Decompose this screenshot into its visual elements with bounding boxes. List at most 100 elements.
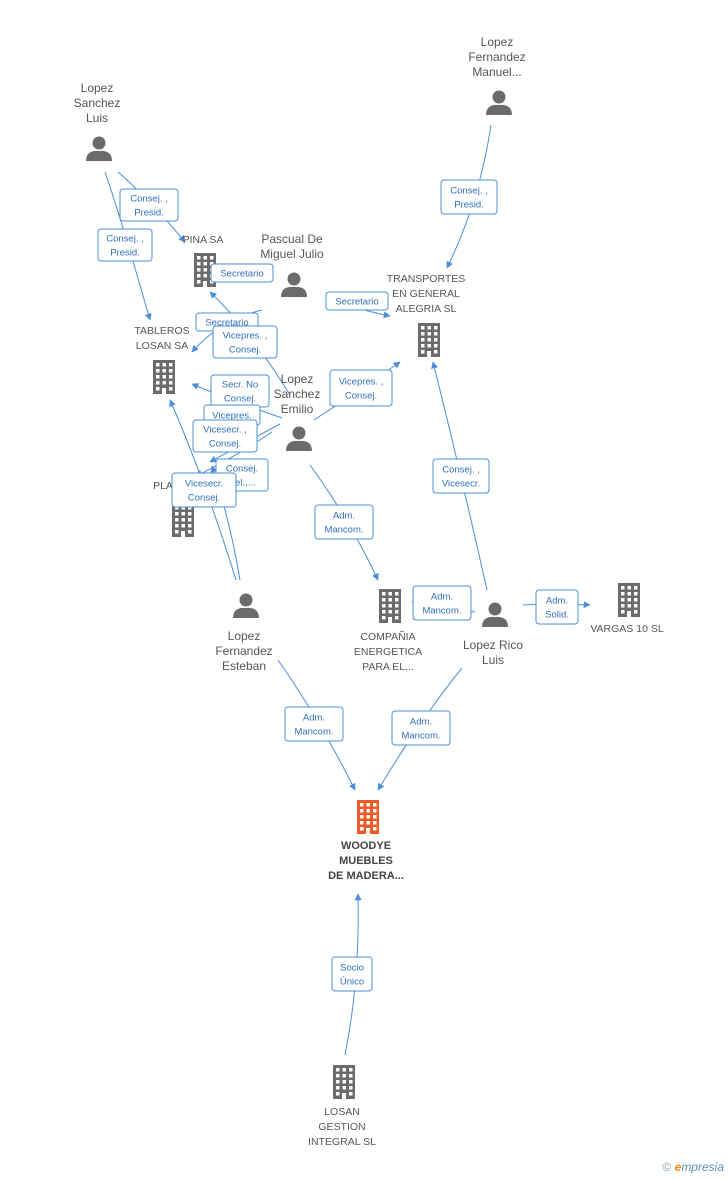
- building-window: [169, 381, 173, 385]
- building-window: [634, 610, 638, 614]
- edge-label-text: Del.,...: [228, 478, 255, 489]
- building-door: [388, 617, 392, 623]
- node-label: TRANSPORTES: [387, 273, 466, 285]
- edge-label[interactable]: Adm.Solid.: [535, 589, 579, 625]
- edge-label[interactable]: Adm.Mancom.: [284, 706, 344, 742]
- edge-label-text: Consej. ,: [442, 465, 480, 476]
- edge-label-text: Mancom.: [401, 731, 440, 742]
- edge-label[interactable]: Vicesecr.Consej.: [171, 472, 237, 508]
- building-window: [621, 586, 625, 590]
- edge-label-text: Vicesecr. ,: [203, 425, 247, 436]
- edge-label-text: Mancom.: [324, 525, 363, 536]
- edge-label-text: Adm.: [410, 717, 432, 728]
- building-window: [634, 598, 638, 602]
- building-window: [360, 815, 364, 819]
- building-window: [169, 375, 173, 379]
- edge-label[interactable]: Consej. ,Presid.: [119, 188, 179, 222]
- building-window: [342, 1086, 346, 1090]
- edge-label-box: [325, 291, 389, 311]
- edge-label-box: [171, 472, 237, 508]
- building-window: [395, 610, 399, 614]
- building-window: [395, 604, 399, 608]
- edge-label[interactable]: Vicepres. ,Consej.: [212, 325, 278, 359]
- edge-label[interactable]: Secretario: [325, 291, 389, 311]
- building-window: [336, 1092, 340, 1096]
- person-icon: [281, 272, 307, 297]
- edge-label-box: [391, 710, 451, 746]
- building-window: [175, 506, 179, 510]
- node-label: Pascual De: [261, 232, 323, 246]
- building-window: [169, 369, 173, 373]
- edge-label-box: [329, 369, 393, 407]
- node-label: Luis: [86, 111, 108, 125]
- edge-label[interactable]: Vicepres. ,Consej.: [329, 369, 393, 407]
- building-window: [427, 344, 431, 348]
- edge-label-text: Consej. ,: [130, 194, 168, 205]
- building-window: [421, 326, 425, 330]
- building-door: [627, 611, 631, 617]
- edge-label-box: [412, 585, 472, 621]
- edge-label-text: Vicepres. ,: [339, 377, 384, 388]
- node-vargas_10[interactable]: VARGAS 10 SL: [590, 583, 664, 635]
- building-window: [366, 821, 370, 825]
- person-body: [486, 104, 512, 115]
- edge-labels-layer: Consej. ,Presid.Consej. ,Presid.Consej. …: [97, 179, 579, 992]
- building-window: [373, 809, 377, 813]
- edge-label-box: [212, 325, 278, 359]
- edge-label[interactable]: Adm.Mancom.: [412, 585, 472, 621]
- building-window: [169, 387, 173, 391]
- building-window: [434, 332, 438, 336]
- person-head: [488, 602, 502, 616]
- edge-label[interactable]: Consej. ,Presid.: [97, 228, 153, 262]
- node-label: Lopez Rico: [463, 638, 523, 652]
- node-label: Fernandez: [468, 50, 525, 64]
- building-window: [188, 530, 192, 534]
- node-label: VARGAS 10 SL: [590, 623, 664, 635]
- building-window: [169, 363, 173, 367]
- edge-label-box: [440, 179, 498, 215]
- node-label: GESTION: [318, 1121, 365, 1133]
- edge-label-text: Adm.: [333, 511, 355, 522]
- edge-label[interactable]: Consej. , Vicesecr.: [432, 458, 490, 494]
- building-icon: [618, 583, 640, 617]
- edge-label-box: [432, 458, 490, 494]
- building-window: [421, 332, 425, 336]
- brand-watermark: © empresia: [662, 1160, 724, 1174]
- edge-label-text: Secretario: [220, 269, 263, 280]
- edge-label-text: Adm.: [303, 713, 325, 724]
- node-label: Luis: [482, 653, 504, 667]
- building-window: [188, 524, 192, 528]
- person-head: [492, 90, 506, 104]
- node-lopez_fernandez_manuel[interactable]: LopezFernandezManuel...: [468, 35, 526, 115]
- edge-label[interactable]: Adm. Mancom.: [391, 710, 451, 746]
- edge-label[interactable]: Consej. ,Presid.: [440, 179, 498, 215]
- building-window: [382, 610, 386, 614]
- building-icon: [333, 1065, 355, 1099]
- node-label: DE MADERA...: [328, 870, 404, 882]
- building-window: [627, 592, 631, 596]
- edge-label[interactable]: Secretario: [210, 263, 274, 283]
- edge-label-text: Mancom.: [422, 606, 461, 617]
- edge-label[interactable]: Adm. Mancom.: [314, 504, 374, 540]
- building-window: [627, 598, 631, 602]
- node-pla[interactable]: PLA: [153, 480, 194, 537]
- node-label: Lopez: [481, 35, 514, 49]
- building-window: [627, 604, 631, 608]
- edge-label-text: Vicesecr.: [442, 479, 480, 490]
- edges-layer: [104, 124, 591, 1056]
- edge-label[interactable]: Vicesecr. ,Consej.: [192, 419, 258, 453]
- building-window: [373, 827, 377, 831]
